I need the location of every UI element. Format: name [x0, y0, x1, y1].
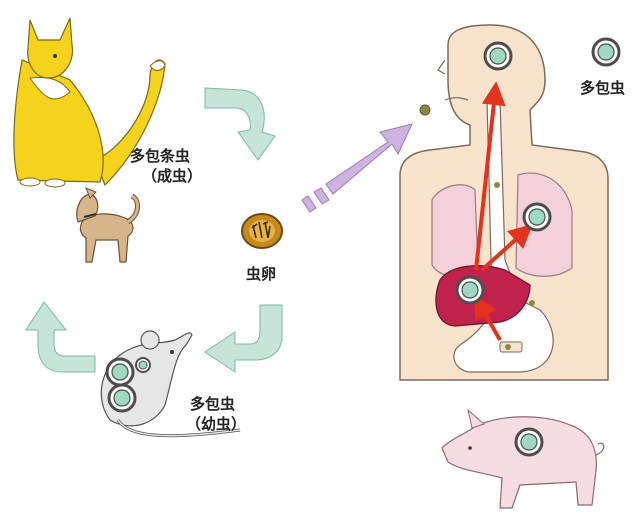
- adult-stage-label: （成虫）: [142, 166, 202, 186]
- cycle-arrow-adult-to-egg: [205, 88, 275, 160]
- floating-egg-icon: [420, 105, 430, 115]
- larva-stage-label: （幼虫）: [186, 414, 246, 434]
- mouse-small-cyst-icon: [136, 358, 150, 372]
- cyst-legend-label: 多包虫: [580, 78, 625, 98]
- intestine-tube: [500, 342, 522, 352]
- mouse-cyst-icon: [109, 385, 135, 411]
- egg-icon: [242, 214, 282, 248]
- cycle-arrow-larva-to-adult: [26, 302, 95, 372]
- egg-label: 虫卵: [246, 264, 276, 284]
- spread-arrow-to-human: [302, 124, 412, 212]
- liver-cyst-icon: [457, 277, 483, 303]
- legend-cyst-icon: [593, 39, 619, 65]
- dog-illustration: [77, 188, 138, 262]
- lung-cyst-icon: [524, 204, 550, 230]
- brain-cyst-icon: [485, 43, 511, 69]
- adult-worm-name-label: 多包条虫: [130, 146, 190, 166]
- larva-name-label: 多包虫: [190, 394, 235, 414]
- pig-illustration: [442, 410, 604, 508]
- pig-cyst-icon: [516, 429, 542, 455]
- cycle-arrow-egg-to-larva: [205, 305, 282, 372]
- mouse-cyst-icon: [107, 359, 133, 385]
